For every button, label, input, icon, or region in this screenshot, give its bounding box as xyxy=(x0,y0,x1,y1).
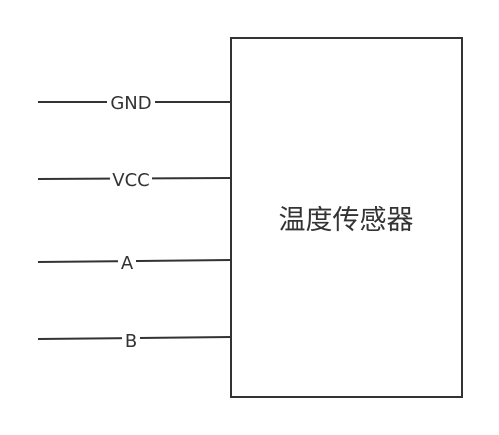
pin-a: A xyxy=(37,251,232,274)
sensor-block-box xyxy=(230,37,463,398)
pin-gnd-label-bg xyxy=(107,91,155,113)
sensor-block-label: 温度传感器 xyxy=(279,205,414,236)
pin-b-label: B xyxy=(125,331,137,352)
pin-gnd-label: GND xyxy=(110,93,151,114)
pin-a-label: A xyxy=(121,253,134,274)
pin-b: B xyxy=(37,328,232,352)
pin-b-label-bg xyxy=(122,328,140,350)
pin-vcc-label-bg xyxy=(110,168,152,190)
pin-gnd: GND xyxy=(38,91,231,114)
pin-vcc: VCC xyxy=(37,168,232,191)
pin-a-label-bg xyxy=(118,251,136,273)
pin-vcc-label: VCC xyxy=(112,170,149,191)
sensor-block: 温度传感器 xyxy=(230,37,463,398)
